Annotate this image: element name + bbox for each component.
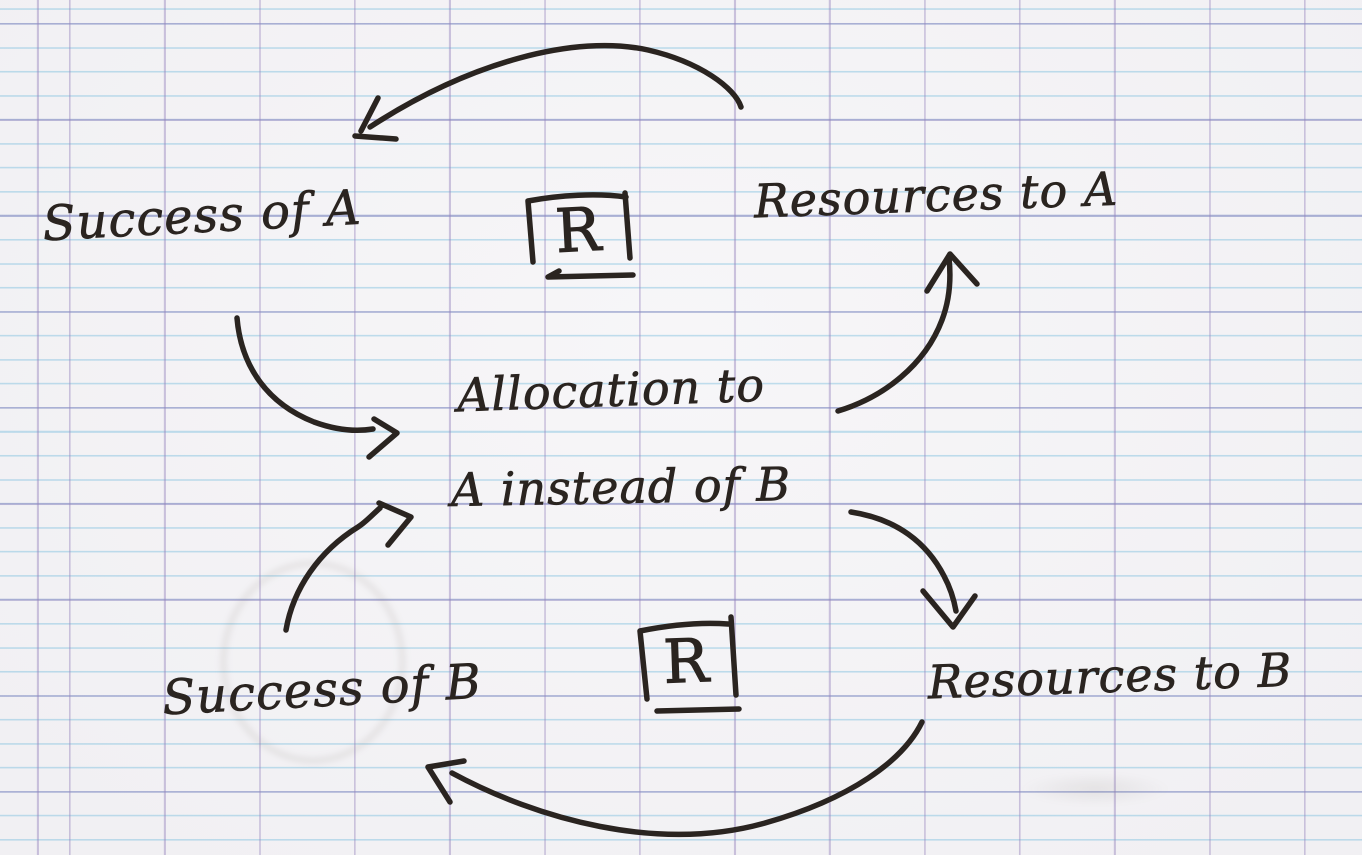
arrow-allocation-to-resources-a <box>835 251 980 414</box>
node-label-resources-b: Resources to B <box>926 642 1294 710</box>
node-label-resources-a: Resources to A <box>753 161 1119 229</box>
arrow-resources-a-to-success-a <box>352 42 744 142</box>
loop-r-box-bottom <box>637 614 742 714</box>
arrow-success-b-to-allocation <box>283 500 414 633</box>
node-label-allocation-line1: Allocation to <box>456 357 766 423</box>
arrow-resources-b-to-success-b <box>425 719 925 838</box>
node-label-allocation-line2: A instead of B <box>450 457 792 518</box>
loop-marker-top-letter: R <box>553 194 603 268</box>
loop-r-box-top <box>525 190 636 280</box>
loop-marker-bottom-letter: R <box>662 626 711 699</box>
arrow-allocation-to-resources-b <box>848 509 978 630</box>
arrow-success-a-to-allocation <box>234 315 400 460</box>
